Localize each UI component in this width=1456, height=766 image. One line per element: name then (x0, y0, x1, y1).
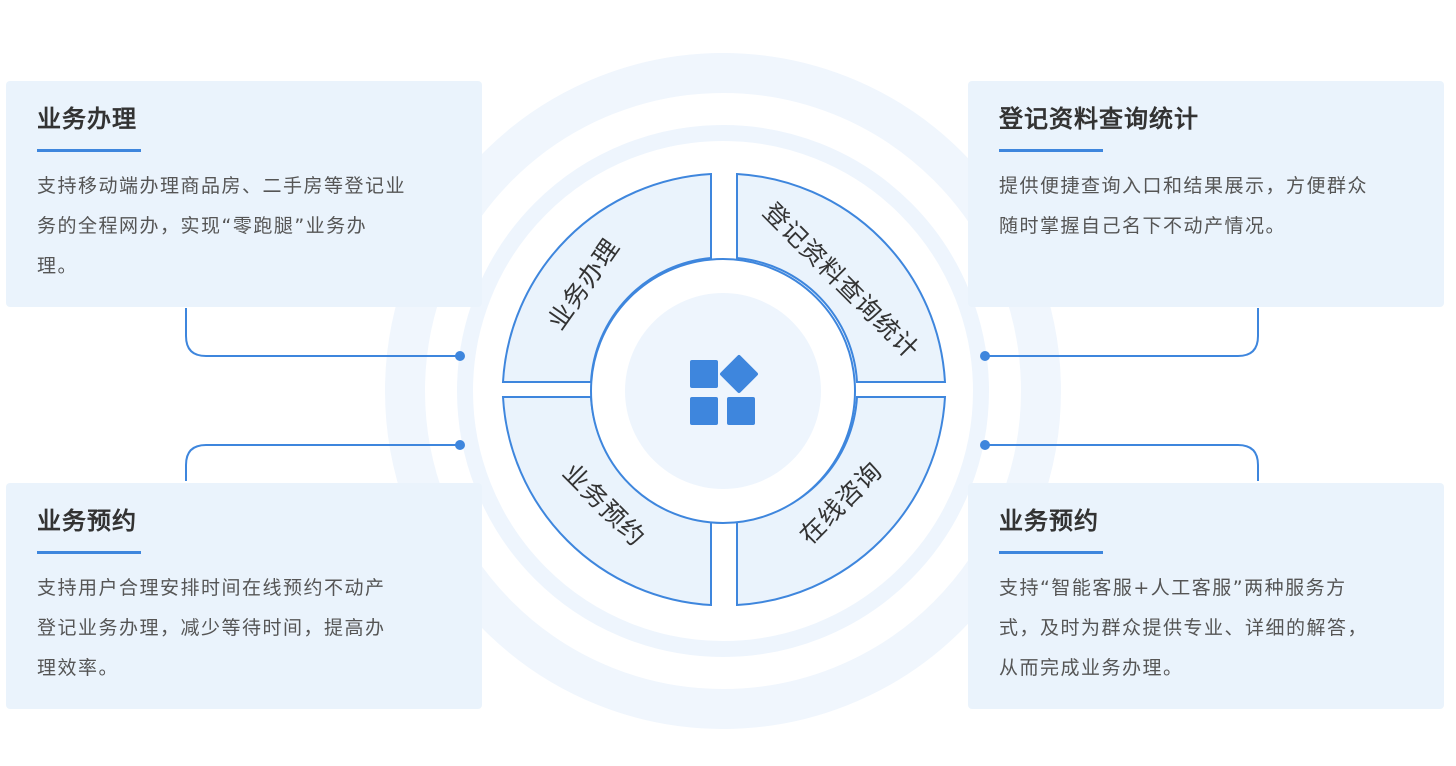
middle-ring-background (457, 125, 989, 657)
center-circle-fill (625, 293, 821, 489)
connector-bottom-left (185, 444, 460, 481)
card-description: 支持“智能客服+人工客服”两种服务方 式，及时为群众提供专业、详细的解答， 从而… (999, 577, 1369, 679)
card-title: 业务办理 (37, 105, 137, 133)
card-title: 登记资料查询统计 (999, 105, 1199, 133)
title-underline (37, 149, 141, 152)
card-top-right: 登记资料查询统计 提供便捷查询入口和结果展示，方便群众 随时掌握自己名下不动产情… (968, 81, 1444, 307)
connector-bottom-right (985, 444, 1259, 481)
connector-dot-bottom-left (455, 440, 465, 450)
card-description: 提供便捷查询入口和结果展示，方便群众 随时掌握自己名下不动产情况。 (999, 175, 1369, 237)
card-description: 支持用户合理安排时间在线预约不动产 登记业务办理，减少等待时间，提高办 理效率。 (37, 577, 386, 679)
card-title: 业务预约 (999, 507, 1099, 535)
title-underline (999, 551, 1103, 554)
connector-top-left (185, 308, 460, 357)
connector-top-right (985, 308, 1259, 357)
card-top-left: 业务办理 支持移动端办理商品房、二手房等登记业 务的全程网办，实现“零跑腿”业务… (6, 81, 482, 307)
card-title: 业务预约 (37, 507, 137, 535)
segment-top-left[interactable] (501, 172, 712, 383)
connector-dot-top-left (455, 351, 465, 361)
connector-dot-top-right (980, 351, 990, 361)
card-bottom-right: 业务预约 支持“智能客服+人工客服”两种服务方 式，及时为群众提供专业、详细的解… (968, 483, 1444, 709)
connector-dot-bottom-right (980, 440, 990, 450)
app-grid-icon (690, 355, 758, 425)
outer-ring-background (385, 53, 1061, 729)
title-underline (37, 551, 141, 554)
title-underline (999, 149, 1103, 152)
segment-top-right[interactable] (736, 172, 947, 383)
card-description: 支持移动端办理商品房、二手房等登记业 务的全程网办，实现“零跑腿”业务办 理。 (37, 175, 407, 277)
card-bottom-left: 业务预约 支持用户合理安排时间在线预约不动产 登记业务办理，减少等待时间，提高办… (6, 483, 482, 709)
